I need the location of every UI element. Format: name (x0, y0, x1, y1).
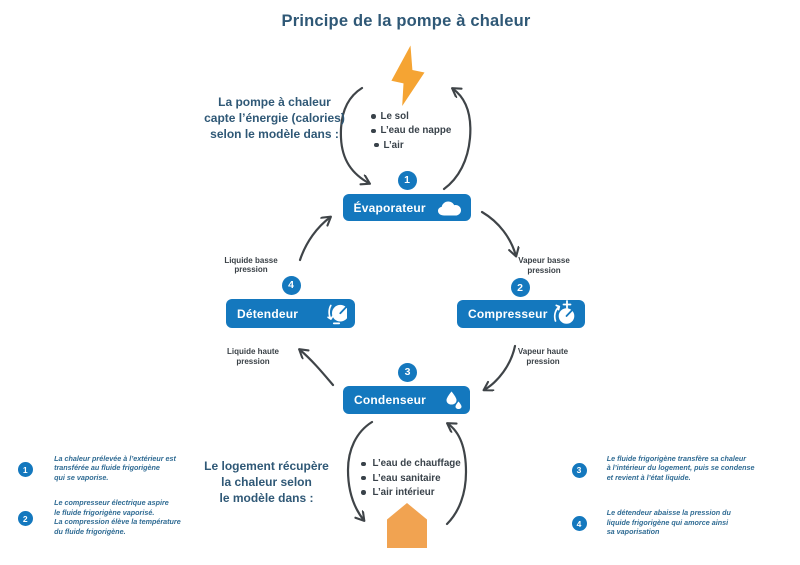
note-number-label: 2 (22, 513, 28, 524)
flow-label-vapeur-haute: Vapeur haute pression (503, 347, 583, 366)
compresseur-label: Compresseur (468, 307, 548, 321)
list-item: L’air (371, 138, 451, 152)
list-item: L’air intérieur (361, 485, 461, 499)
pressure-gauge-minus-icon (320, 300, 347, 328)
step-number-evaporateur: 1 (397, 170, 417, 190)
step-number-label: 2 (517, 281, 523, 294)
note-number-2: 2 (17, 511, 33, 527)
arrow-top-right (442, 89, 472, 191)
note-line: à l’intérieur du logement, puis se conde… (606, 463, 755, 473)
list-item: L’eau de chauffage (361, 457, 461, 471)
note-line: liquide frigorigène qui amorce ainsi (606, 517, 729, 527)
note-line: Le fluide frigorigène transfère sa chale… (606, 453, 747, 463)
note-3: Le fluide frigorigène transfère sa chale… (607, 454, 755, 482)
detendeur-label: Détendeur (237, 306, 299, 321)
bullet-label: Le sol (380, 111, 409, 123)
note-number-label: 3 (576, 465, 582, 475)
flow-label-line: Liquide basse (224, 255, 278, 265)
note-number-label: 4 (576, 518, 582, 529)
flow-label-liquide-basse: Liquide basse pression (211, 256, 291, 275)
lightning-icon (391, 45, 425, 106)
compresseur-box: Compresseur (457, 300, 585, 328)
step-number-label: 4 (288, 279, 294, 291)
bullet-label: L’eau sanitaire (372, 472, 441, 484)
flow-label-line: Vapeur basse (518, 256, 570, 265)
step-number-label: 3 (404, 366, 411, 378)
flow-label-line: Liquide haute (227, 347, 279, 356)
note-line: La compression élève la température (54, 517, 181, 527)
list-item: L’eau de nappe (371, 124, 451, 138)
bullet-label: L’air intérieur (372, 486, 435, 498)
bullet-dot (371, 114, 376, 119)
list-item: L’eau sanitaire (361, 471, 461, 485)
bullet-dot (361, 461, 366, 467)
water-drops-icon (445, 391, 463, 410)
bullet-dot (361, 475, 366, 481)
top-heading-line2: capte l’énergie (calories) (204, 111, 345, 125)
arrow-top-left (339, 86, 370, 184)
bullet-dot (371, 128, 376, 134)
note-number-4: 4 (571, 516, 587, 531)
cloud-icon (437, 200, 462, 216)
bottom-heading-line1: Le logement récupère (204, 459, 329, 473)
top-heading: La pompe à chaleur capte l’énergie (calo… (192, 94, 357, 142)
bullet-label: L’eau de nappe (380, 125, 452, 137)
note-line: du fluide frigorigène. (54, 526, 126, 536)
flow-label-liquide-haute: Liquide haute pression (213, 347, 293, 366)
house-icon (387, 503, 427, 548)
evaporateur-label: Évaporateur (353, 200, 426, 215)
step-number-condenseur: 3 (398, 362, 417, 382)
arrow-bottom-left (346, 420, 374, 521)
bullet-label: L’air (383, 139, 404, 151)
arrow-bottom-right (445, 424, 468, 526)
bullet-dot (361, 490, 366, 495)
step-number-detendeur: 4 (281, 275, 301, 295)
flow-label-line: pression (236, 356, 270, 366)
bullet-label: L’eau de chauffage (372, 458, 461, 470)
step-number-label: 1 (404, 174, 410, 186)
bullet-dot (374, 142, 379, 148)
detendeur-box: Détendeur (226, 299, 355, 328)
bottom-heading: Le logement récupère la chaleur selon le… (184, 458, 349, 506)
note-number-3: 3 (571, 462, 587, 478)
bottom-heading-line3: le modèle dans : (219, 491, 314, 505)
step-number-compresseur: 2 (510, 278, 530, 297)
cycle-arrows (298, 86, 517, 526)
bottom-bullet-list: L’eau de chauffage L’eau sanitaire L’air… (361, 457, 461, 500)
top-heading-line1: La pompe à chaleur (218, 95, 331, 109)
arrow-evaporateur-compresseur (480, 210, 516, 256)
note-line: La chaleur prélevée à l’extérieur est (54, 453, 176, 463)
flow-label-line: pression (234, 265, 268, 274)
page-title: Principe de la pompe à chaleur (281, 12, 531, 30)
note-line: sa vaporisation (606, 527, 660, 536)
top-bullet-list: Le sol L’eau de nappe L’air (371, 109, 451, 152)
condenseur-label: Condenseur (354, 393, 427, 407)
evaporateur-box: Évaporateur (342, 194, 471, 221)
flow-label-vapeur-basse: Vapeur basse pression (504, 256, 584, 275)
top-heading-line3: selon le modèle dans : (210, 127, 339, 141)
arrow-compresseur-condenseur (484, 344, 517, 390)
note-number-label: 1 (22, 464, 28, 475)
bottom-heading-line2: la chaleur selon (221, 475, 312, 489)
note-4: Le détendeur abaisse la pression du liqu… (607, 508, 731, 536)
note-line: et revient à l’état liquide. (606, 472, 691, 482)
arrow-detendeur-evaporateur (298, 217, 331, 262)
flow-label-line: pression (527, 265, 561, 275)
arrow-condenseur-detendeur (300, 350, 335, 387)
note-2: Le compresseur électrique aspire le flui… (54, 498, 181, 536)
flow-label-line: pression (526, 356, 560, 366)
note-1: La chaleur prélevée à l’extérieur est tr… (54, 454, 176, 482)
note-line: transférée au fluide frigorigène (54, 463, 160, 473)
note-number-1: 1 (17, 462, 33, 477)
note-line: Le compresseur électrique aspire (54, 498, 169, 508)
condenseur-box: Condenseur (343, 386, 470, 414)
pressure-gauge-plus-icon (550, 300, 577, 328)
list-item: Le sol (371, 109, 451, 123)
note-line: le fluide frigorigène vaporisé. (54, 507, 155, 517)
flow-label-line: Vapeur haute (517, 347, 569, 356)
note-line: qui se vaporise. (54, 472, 109, 482)
note-line: Le détendeur abaisse la pression du (606, 508, 731, 518)
